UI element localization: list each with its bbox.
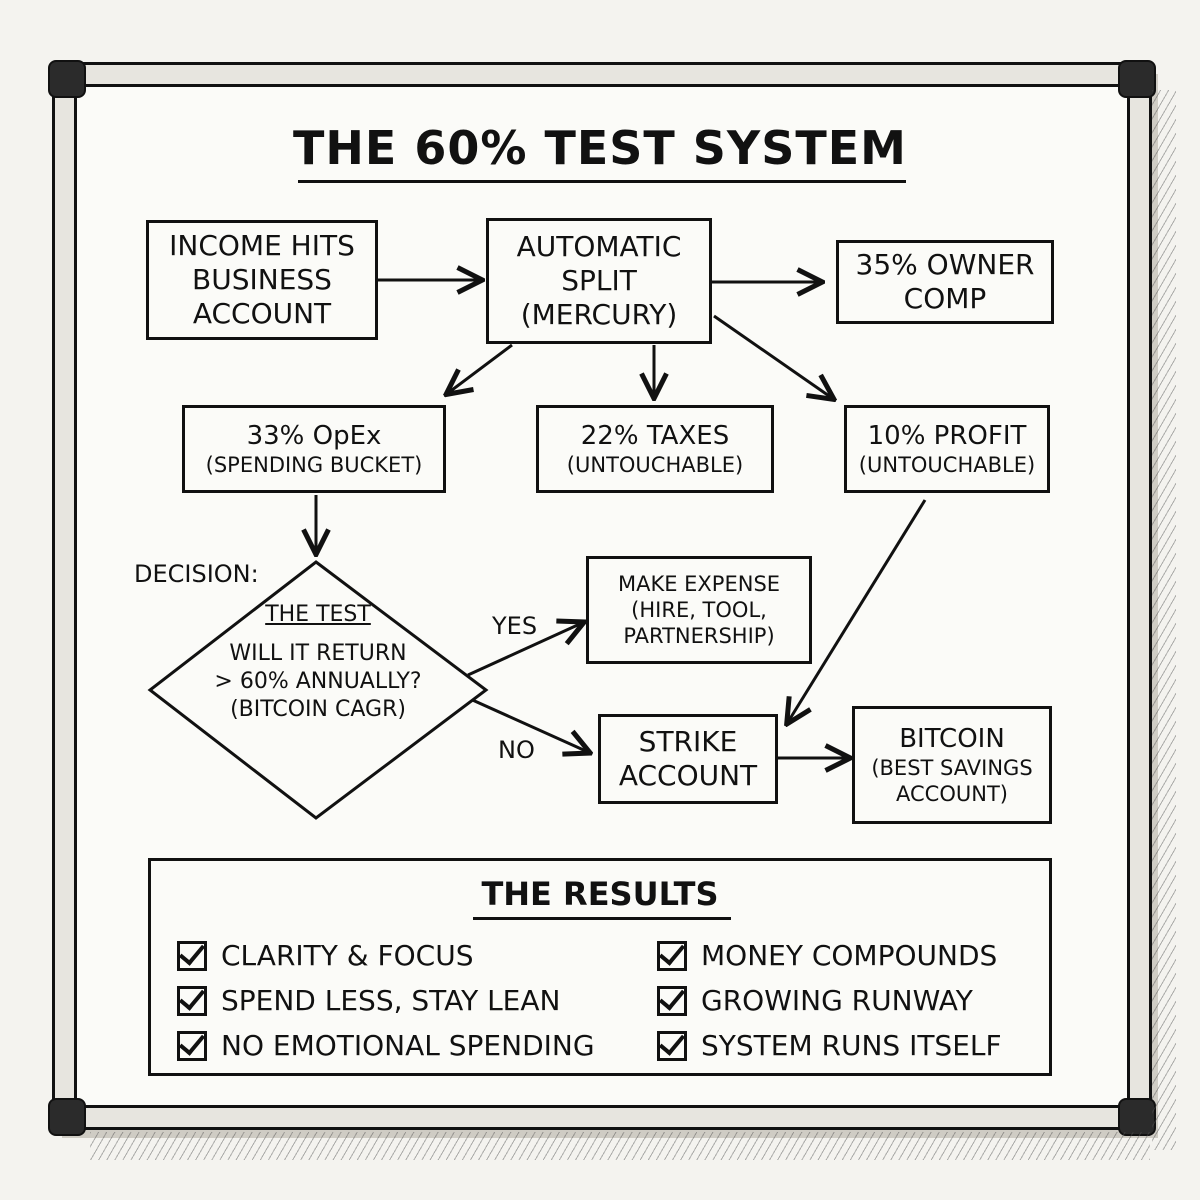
yes-label: YES [492,612,538,640]
result-item: GROWING RUNWAY [657,978,1002,1023]
checkbox-icon [177,940,207,971]
results-underline [473,917,731,920]
profit-box: 10% PROFIT (UNTOUCHABLE) [844,405,1050,493]
test-title: THE TEST [265,602,371,627]
result-item: SPEND LESS, STAY LEAN [177,978,595,1023]
decision-label: DECISION: [134,560,259,588]
shadow-hatching-right [1152,90,1176,1150]
strike-account-box: STRIKE ACCOUNT [598,714,778,804]
checkbox-icon [177,1030,207,1061]
results-box: THE RESULTS CLARITY & FOCUS SPEND LESS, … [148,858,1052,1076]
checkbox-icon [657,940,687,971]
title-underline [298,180,906,183]
result-item: MONEY COMPOUNDS [657,933,1002,978]
checkbox-icon [177,985,207,1016]
income-box: INCOME HITS BUSINESS ACCOUNT [146,220,378,340]
frame-corner-bottom-right [1118,1098,1156,1136]
make-expense-box: MAKE EXPENSE (HIRE, TOOL, PARTNERSHIP) [586,556,812,664]
checkbox-icon [657,1030,687,1061]
result-item: NO EMOTIONAL SPENDING [177,1023,595,1068]
frame-corner-top-right [1118,60,1156,98]
taxes-box: 22% TAXES (UNTOUCHABLE) [536,405,774,493]
bitcoin-box: BITCOIN (BEST SAVINGS ACCOUNT) [852,706,1052,824]
frame-corner-bottom-left [48,1098,86,1136]
owner-comp-box: 35% OWNER COMP [836,240,1054,324]
results-left-list: CLARITY & FOCUS SPEND LESS, STAY LEAN NO… [177,933,595,1068]
diagram-title: THE 60% TEST SYSTEM [293,121,907,175]
frame-corner-top-left [48,60,86,98]
results-right-list: MONEY COMPOUNDS GROWING RUNWAY SYSTEM RU… [657,933,1002,1068]
result-item: SYSTEM RUNS ITSELF [657,1023,1002,1068]
decision-text: THE TEST WILL IT RETURN > 60% ANNUALLY? … [150,600,486,724]
results-title: THE RESULTS [481,875,719,913]
shadow-hatching-bottom [90,1132,1150,1160]
no-label: NO [498,736,535,764]
checkbox-icon [657,985,687,1016]
result-item: CLARITY & FOCUS [177,933,595,978]
opex-box: 33% OpEx (SPENDING BUCKET) [182,405,446,493]
automatic-split-box: AUTOMATIC SPLIT (MERCURY) [486,218,712,344]
